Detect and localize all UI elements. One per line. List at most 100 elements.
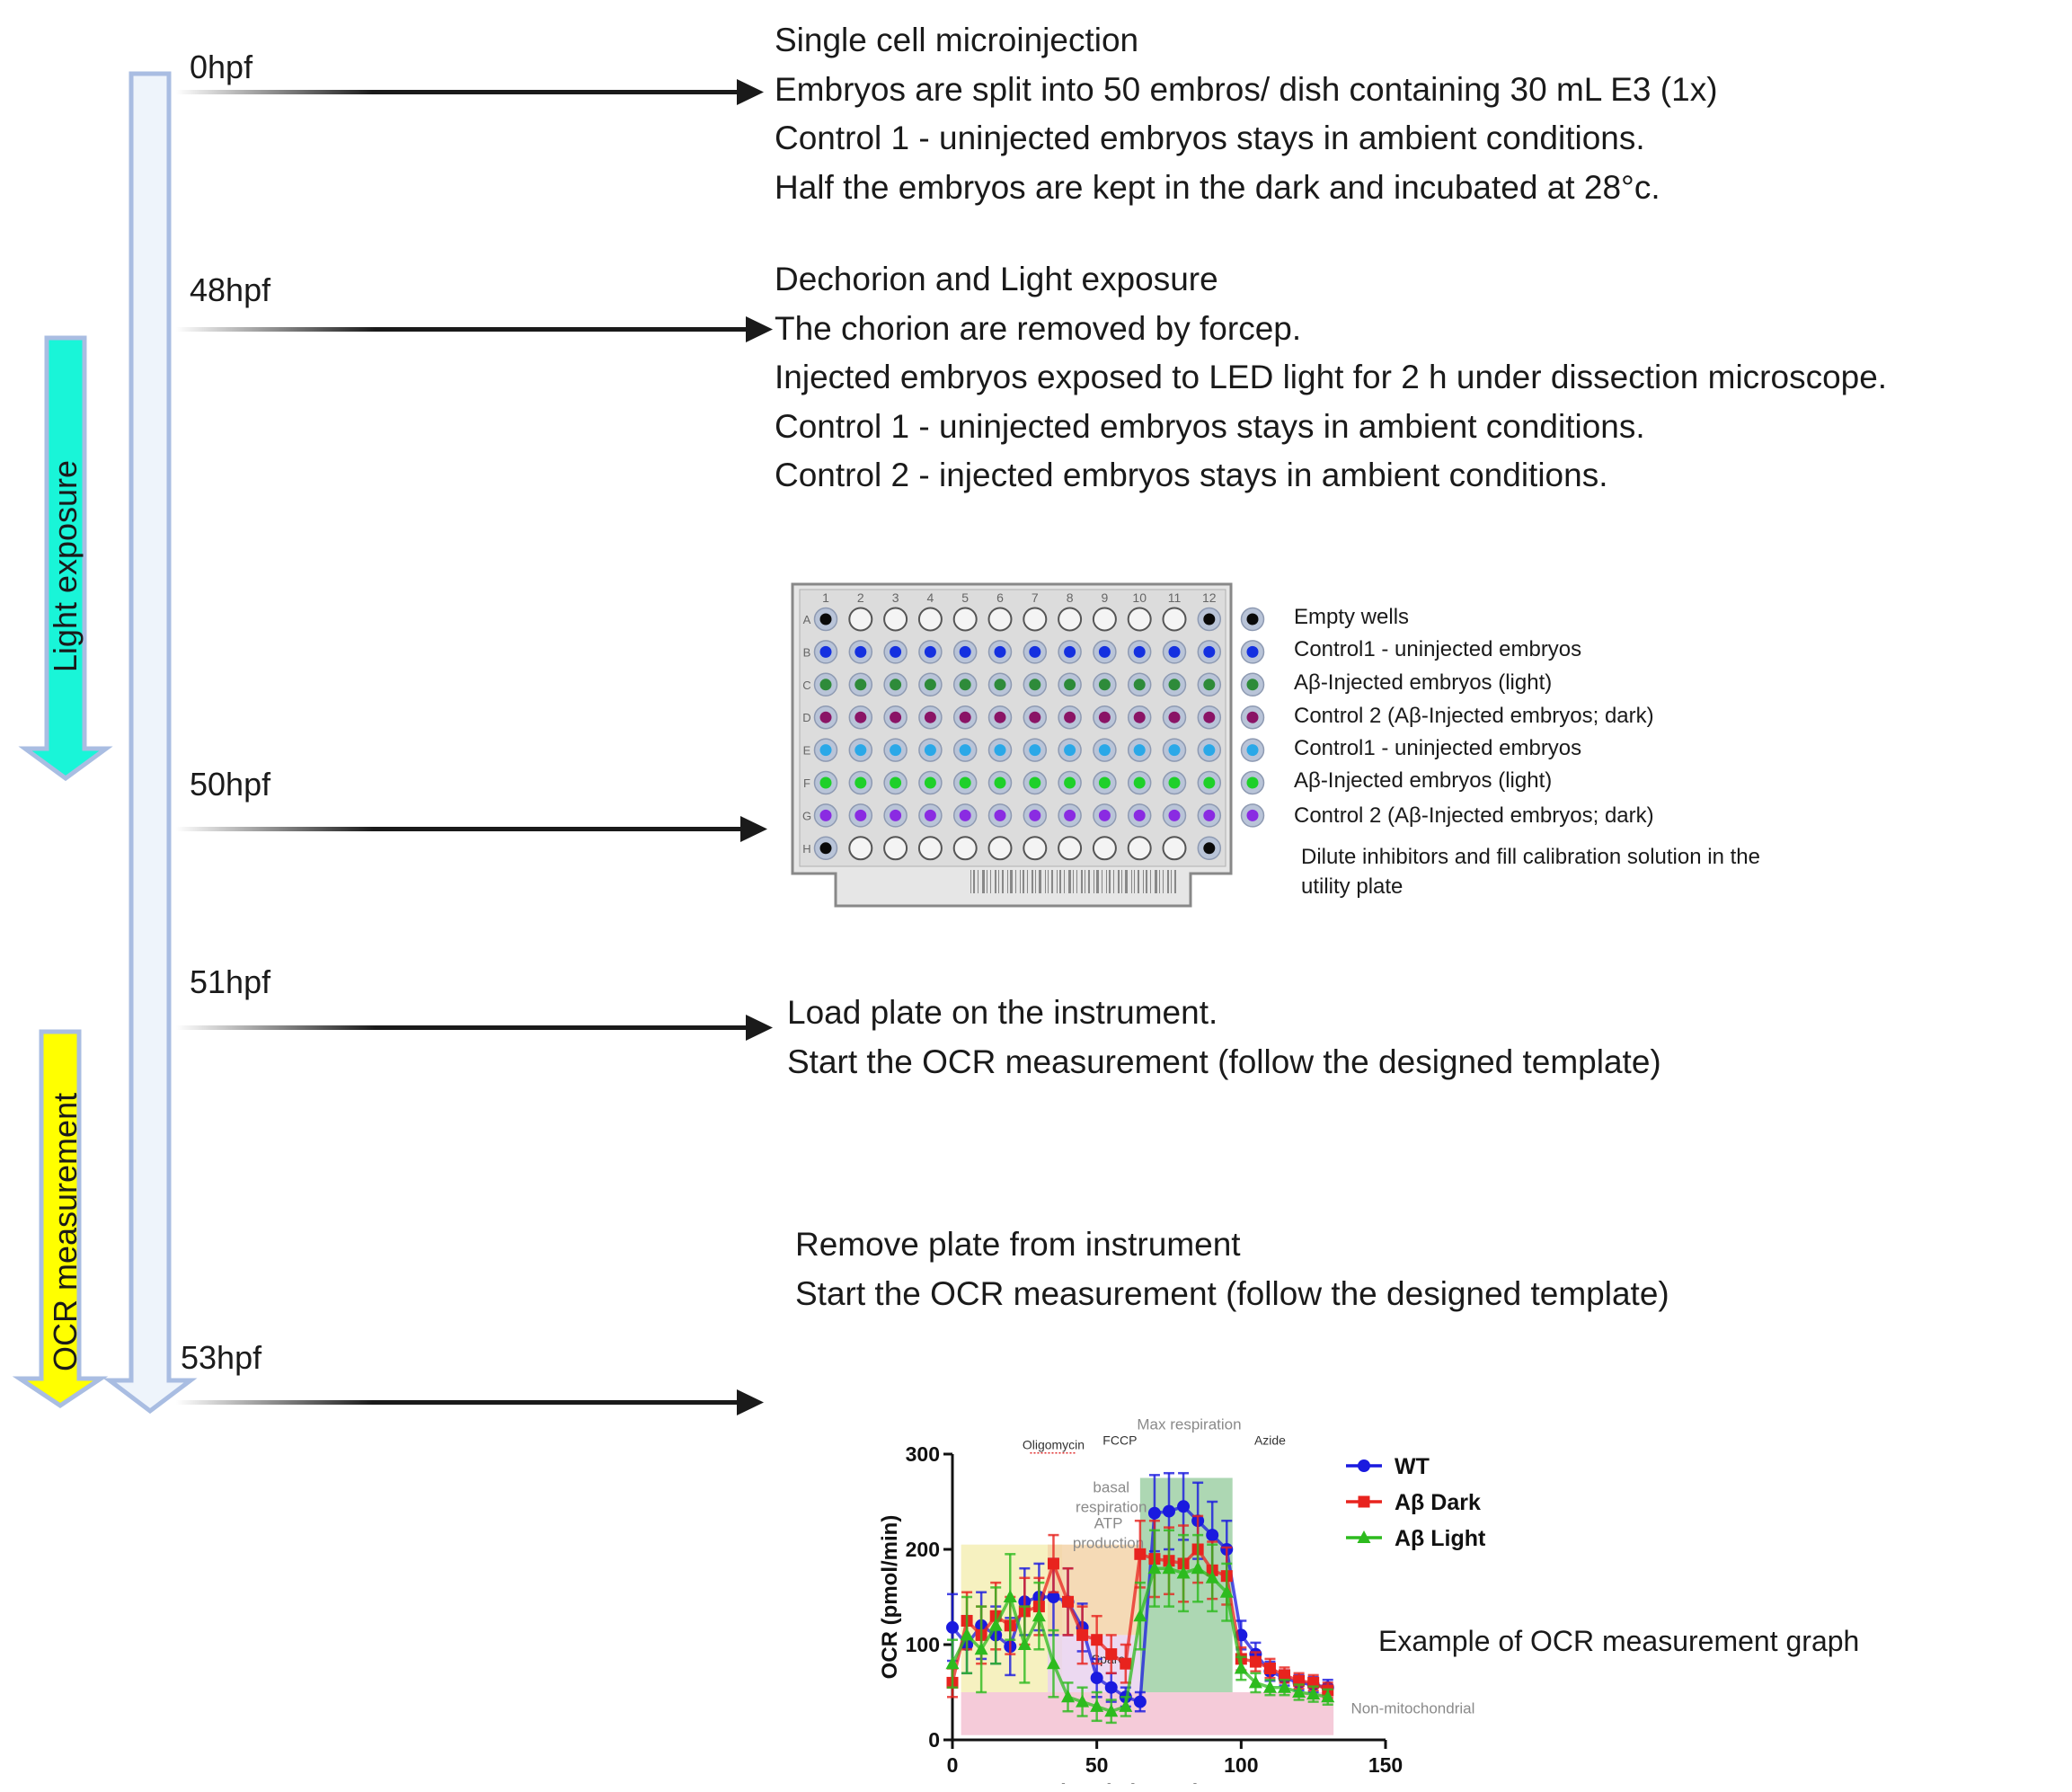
chart-point	[1176, 1566, 1191, 1579]
plate-legend-swatch	[1246, 645, 1259, 658]
plate-well-empty	[1127, 836, 1152, 861]
plate-well-empty	[1023, 607, 1048, 632]
chart-region-label: Non-mitochondrial	[1350, 1699, 1474, 1717]
barcode-bar	[1032, 870, 1033, 893]
plate-well-sample	[1064, 776, 1076, 789]
barcode-bar	[1010, 870, 1013, 893]
plate-note-line-1: Dilute inhibitors and fill calibration s…	[1301, 845, 1760, 869]
plate-well-sample	[924, 679, 936, 691]
plate-legend-swatch	[1246, 776, 1259, 789]
chart-point	[1091, 1634, 1103, 1646]
chart-point	[1278, 1680, 1292, 1693]
plate-well-sample	[924, 809, 936, 821]
plate-well-sample	[890, 679, 902, 691]
timepoint-label-48hpf: 48hpf	[190, 271, 271, 308]
plate-well-sample	[1098, 679, 1111, 691]
chart-annotation: FCCP	[1102, 1433, 1137, 1447]
plate-column-label: 3	[892, 590, 899, 605]
chart-point	[1062, 1595, 1075, 1608]
plate-well-sample	[959, 744, 971, 757]
plate-well-sample	[1098, 645, 1111, 658]
chart-x-axis-label: Time (minutes)	[1048, 1780, 1200, 1784]
plate-well-sample	[1029, 809, 1041, 821]
plate-well-sample	[890, 645, 902, 658]
chart-point	[1279, 1669, 1291, 1681]
barcode-bar	[1076, 870, 1077, 893]
light-exposure-phase-arrow	[18, 335, 113, 782]
plate-well-sample	[1029, 744, 1041, 757]
plate-well-sample	[819, 711, 832, 723]
plate-well-empty	[883, 836, 908, 861]
timepoint-label-50hpf: 50hpf	[190, 766, 271, 803]
barcode-bar	[1109, 870, 1111, 893]
plate-legend-swatch	[1246, 613, 1259, 625]
plate-row-label: G	[802, 809, 811, 822]
plate-column-label: 7	[1032, 590, 1039, 605]
chart-legend-label: Aβ Light	[1395, 1526, 1486, 1551]
chart-legend-label: Aβ Dark	[1395, 1490, 1481, 1515]
chart-legend-marker	[1358, 1495, 1370, 1508]
plate-well-sample	[994, 645, 1006, 658]
step-line: The chorion are removed by forcep.	[775, 309, 1302, 347]
step-line: Dechorion and Light exposure	[775, 261, 1218, 297]
plate-well-sample	[1168, 679, 1181, 691]
plate-well-sample	[1098, 809, 1111, 821]
chart-point	[1046, 1656, 1060, 1670]
barcode-bar	[1035, 870, 1036, 893]
timepoint-arrow-50hpf	[176, 816, 767, 842]
plate-well-sample	[1029, 679, 1041, 691]
step-line: Control 1 - uninjected embryos stays in …	[775, 407, 1645, 445]
chart-point	[1090, 1699, 1104, 1712]
step-line: Control 2 - injected embryos stays in am…	[775, 457, 1608, 493]
plate-well-empty	[883, 607, 908, 632]
barcode-bar	[1106, 870, 1107, 893]
plate-well-sample	[959, 679, 971, 691]
plate-well-sample	[1064, 809, 1076, 821]
barcode-bar	[1167, 870, 1169, 893]
barcode-bar	[1113, 870, 1114, 893]
plate-well-sample	[1098, 776, 1111, 789]
plate-column-label: 11	[1168, 590, 1182, 605]
barcode-bar	[1155, 870, 1157, 893]
plate-well-sample	[1029, 776, 1041, 789]
plate-well-sample	[854, 809, 867, 821]
plate-well-sample	[1064, 679, 1076, 691]
chart-point	[1205, 1570, 1219, 1584]
chart-point	[1147, 1506, 1161, 1520]
plate-well-sample	[1203, 711, 1216, 723]
timepoint-arrow-51hpf	[176, 1015, 773, 1041]
plate-well-sample	[819, 613, 832, 625]
plate-well-empty	[1058, 836, 1083, 861]
plate-well-empty	[1162, 607, 1187, 632]
ocr-measurement-label: OCR measurement	[47, 1092, 84, 1371]
step-line: Load plate on the instrument.	[787, 994, 1218, 1031]
barcode-bar	[1143, 870, 1144, 893]
chart-y-tick-label: 300	[906, 1442, 940, 1466]
chart-point	[1047, 1591, 1060, 1603]
barcode-bar	[1023, 870, 1024, 893]
plate-well-sample	[959, 711, 971, 723]
chart-region	[1048, 1544, 1140, 1636]
chart-point	[1076, 1694, 1090, 1708]
plate-well-sample	[924, 711, 936, 723]
plate-well-empty	[1092, 607, 1117, 632]
plate-well-empty	[1058, 607, 1083, 632]
plate-well-sample	[1133, 679, 1146, 691]
plate-well-sample	[819, 809, 832, 821]
plate-well-sample	[1203, 613, 1216, 625]
chart-region-label: basal	[1093, 1478, 1129, 1495]
plate-edge	[799, 589, 1226, 867]
plate-well-sample	[1064, 744, 1076, 757]
plate-legend-abeta-light-c: Aβ-Injected embryos (light)	[1294, 670, 1553, 695]
plate-well-sample	[994, 679, 1006, 691]
plate-well-sample	[819, 744, 832, 757]
chart-point	[1163, 1504, 1175, 1518]
graph-caption: Example of OCR measurement graph	[1378, 1625, 1860, 1657]
barcode-bar	[1171, 870, 1172, 893]
barcode-bar	[1073, 870, 1074, 893]
chart-point	[1061, 1690, 1076, 1703]
plate-column-label: 6	[996, 590, 1004, 605]
